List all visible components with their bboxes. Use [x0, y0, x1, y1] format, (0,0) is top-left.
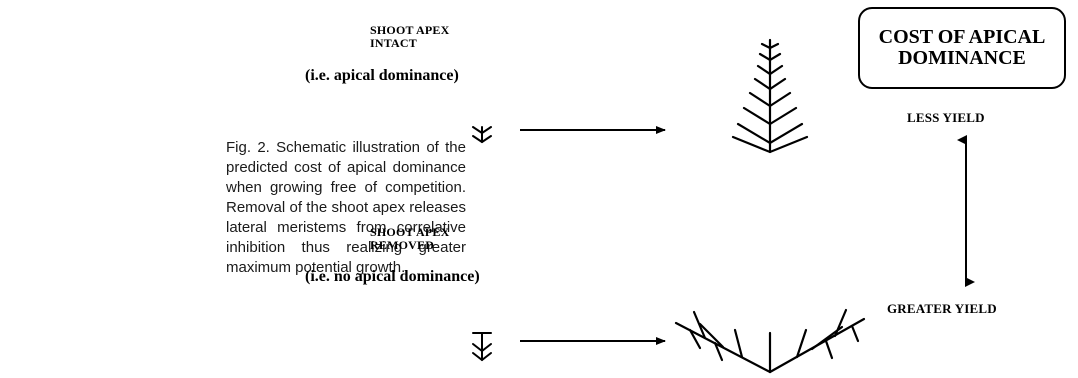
removed-note: (i.e. no apical dominance) — [305, 268, 480, 285]
intact-plant-drawing — [731, 38, 809, 154]
figure-caption: Fig. 2. Schematic illustration of the pr… — [226, 139, 466, 276]
greater-yield-label: GREATER YIELD — [887, 301, 997, 316]
intact-label-line2: INTACT — [370, 36, 417, 50]
cost-box-title: COST OF APICAL DOMINANCE — [878, 26, 1046, 69]
less-yield-label: LESS YIELD — [907, 110, 985, 125]
intact-shoot-symbol — [472, 126, 492, 144]
removed-label-line1: SHOOT APEX — [370, 225, 450, 239]
intact-note: (i.e. apical dominance) — [305, 67, 459, 84]
removed-shoot-symbol — [472, 332, 492, 362]
cost-of-apical-dominance-box: COST OF APICAL DOMINANCE — [858, 7, 1066, 89]
intact-label-line1: SHOOT APEX — [370, 23, 450, 37]
removed-label-line2: REMOVED — [370, 238, 435, 252]
bushy-plant-drawing — [674, 308, 866, 374]
